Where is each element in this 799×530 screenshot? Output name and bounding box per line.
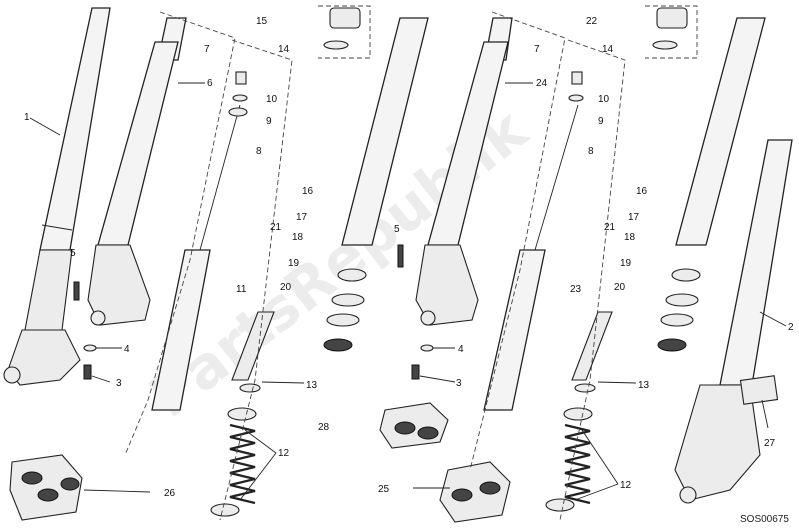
spring-right <box>545 311 613 512</box>
spring-left <box>210 311 275 517</box>
callout-1: 1 <box>24 112 30 123</box>
fork-cap-22 <box>652 7 688 50</box>
callout-14a: 14 <box>278 44 290 55</box>
callout-8a: 8 <box>256 146 262 157</box>
callout-24: 24 <box>536 78 548 89</box>
callout-14b: 14 <box>602 44 614 55</box>
callout-17b: 17 <box>628 212 640 223</box>
cap-frame-right <box>645 5 698 59</box>
callout-3a: 3 <box>116 378 122 389</box>
callout-17a: 17 <box>296 212 308 223</box>
callout-26: 26 <box>164 488 176 499</box>
callout-27: 27 <box>764 438 776 449</box>
label-sticker-27 <box>739 375 779 429</box>
callout-19b: 19 <box>620 258 632 269</box>
fork-leg-left-assembled <box>3 7 111 386</box>
callout-18a: 18 <box>292 232 304 243</box>
fork-leg-right-exploded <box>415 17 513 326</box>
callout-21a: 21 <box>270 222 282 233</box>
callout-6: 6 <box>207 78 213 89</box>
callout-20a: 20 <box>280 282 292 293</box>
callout-16b: 16 <box>636 186 648 197</box>
callout-7a: 7 <box>204 44 210 55</box>
damper-cartridge-left <box>151 71 248 411</box>
callout-18b: 18 <box>624 232 636 243</box>
drawing-code: SOS00675 <box>740 514 789 525</box>
bolt-group-left <box>73 281 97 380</box>
outer-tube-right-center <box>657 17 766 352</box>
callout-20b: 20 <box>614 282 626 293</box>
fork-leg-left-exploded <box>87 17 187 326</box>
callout-12a: 12 <box>278 448 290 459</box>
callout-19a: 19 <box>288 258 300 269</box>
callout-28: 28 <box>318 422 330 433</box>
callout-25: 25 <box>378 484 390 495</box>
group-frame-left <box>124 11 236 456</box>
callout-5b: 5 <box>394 224 400 235</box>
callout-7b: 7 <box>534 44 540 55</box>
group-frame-right <box>469 11 566 471</box>
callout-9a: 9 <box>266 116 272 127</box>
callout-3b: 3 <box>456 378 462 389</box>
callout-10a: 10 <box>266 94 278 105</box>
callout-15: 15 <box>256 16 268 27</box>
callout-12b: 12 <box>620 480 632 491</box>
callout-22: 22 <box>586 16 598 27</box>
callout-5a: 5 <box>70 248 76 259</box>
callout-16a: 16 <box>302 186 314 197</box>
callout-8b: 8 <box>588 146 594 157</box>
fork-cap-15 <box>323 7 361 50</box>
callout-13b: 13 <box>638 380 650 391</box>
callout-23: 23 <box>570 284 582 295</box>
callout-4b: 4 <box>458 344 464 355</box>
callout-9b: 9 <box>598 116 604 127</box>
case-25 <box>439 461 511 523</box>
case-28 <box>379 402 449 449</box>
callout-4a: 4 <box>124 344 130 355</box>
callout-11: 11 <box>236 284 247 295</box>
callout-13a: 13 <box>306 380 318 391</box>
outer-tube-center <box>323 17 429 352</box>
callout-2: 2 <box>788 322 794 333</box>
callout-10b: 10 <box>598 94 610 105</box>
damper-cartridge-right <box>483 71 584 411</box>
group-frame-mid <box>219 39 293 521</box>
callout-21b: 21 <box>604 222 616 233</box>
case-26 <box>9 454 83 521</box>
cap-frame-left <box>318 5 371 59</box>
